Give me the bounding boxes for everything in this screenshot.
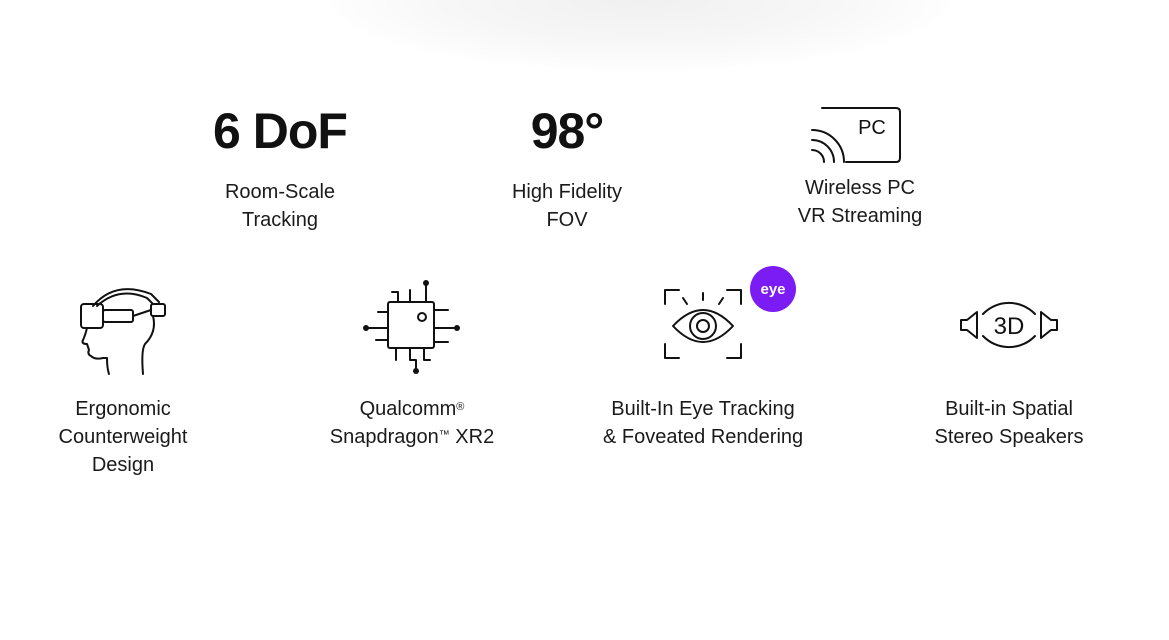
feature-chip: Qualcomm® Snapdragon™ XR2 <box>312 280 512 451</box>
feature-wireless-pc: PC Wireless PC VR Streaming <box>760 106 960 230</box>
dof-label: Room-Scale Tracking <box>224 181 336 231</box>
feature-spatial-audio: 3D Built-in Spatial Stereo Speakers <box>909 280 1109 451</box>
chip-icon <box>363 280 460 374</box>
fov-label: High Fidelity FOV <box>511 181 623 231</box>
eye-badge: eye <box>750 266 796 312</box>
feature-eye-tracking: eye Built-In Eye Tracking & Foveated Ren… <box>603 266 804 451</box>
dof-value: 6 DoF <box>213 103 348 159</box>
fov-value: 98° <box>530 103 605 159</box>
feature-fov: 98° High Fidelity FOV <box>467 106 667 234</box>
feature-6dof: 6 DoF Room-Scale Tracking <box>180 106 380 234</box>
eye-label: Built-In Eye Tracking & Foveated Renderi… <box>603 398 804 448</box>
top-shadow <box>330 0 950 70</box>
chip-label: Qualcomm® Snapdragon™ XR2 <box>329 398 495 448</box>
spatial-audio-icon: 3D <box>960 301 1058 349</box>
svg-text:3D: 3D <box>994 313 1025 340</box>
svg-text:PC: PC <box>858 117 886 139</box>
headset-head-icon <box>80 288 166 375</box>
pc-label: Wireless PC VR Streaming <box>797 177 923 227</box>
audio-label: Built-in Spatial Stereo Speakers <box>934 398 1084 448</box>
eye-tracking-icon <box>664 289 742 359</box>
pc-wireless-icon: PC <box>811 107 901 163</box>
ergo-label: Ergonomic Counterweight Design <box>58 398 188 476</box>
feature-ergonomic: Ergonomic Counterweight Design <box>23 280 223 479</box>
